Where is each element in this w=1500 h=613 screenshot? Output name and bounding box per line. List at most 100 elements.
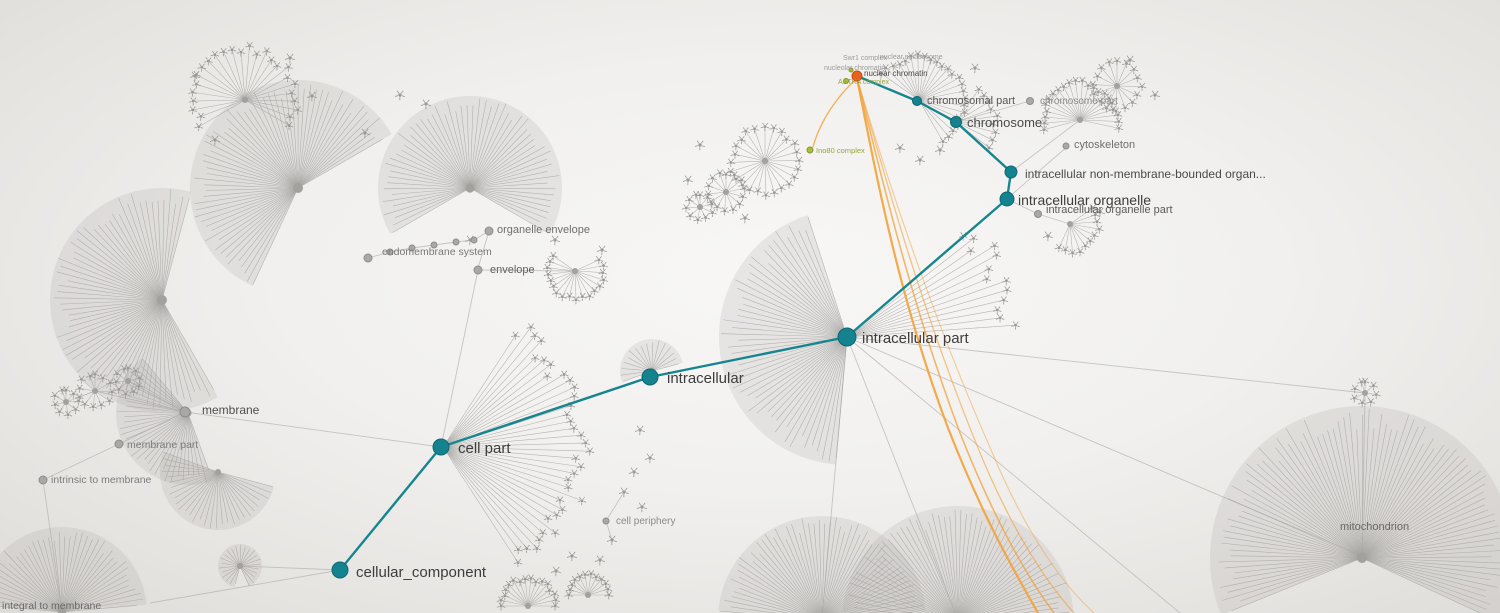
leaf-star bbox=[394, 90, 406, 101]
node-intracellular_organelle[interactable] bbox=[999, 191, 1015, 207]
leaf-star bbox=[576, 431, 586, 440]
label-non_membrane_bounded[interactable]: intracellular non-membrane-bounded organ… bbox=[1025, 167, 1266, 181]
node-chromosomal_part[interactable] bbox=[912, 96, 922, 106]
label-intracellular[interactable]: intracellular bbox=[667, 370, 744, 387]
node-organelle_envelope[interactable] bbox=[484, 226, 494, 236]
label-intracellular_organelle[interactable]: intracellular organelle bbox=[1018, 192, 1151, 208]
leaf-star bbox=[784, 180, 794, 189]
label-nucleolar_chromatin[interactable]: nucleolar chromatin bbox=[824, 65, 885, 72]
leaf-star bbox=[1137, 82, 1147, 91]
node-envelope[interactable] bbox=[473, 265, 483, 275]
leaf-star bbox=[926, 56, 936, 65]
node-endo_3[interactable] bbox=[408, 244, 416, 252]
leaf-star bbox=[992, 111, 1002, 121]
node-membrane[interactable] bbox=[179, 406, 191, 418]
node-nuclear_chromatin[interactable] bbox=[851, 70, 863, 82]
leaf-star bbox=[420, 99, 432, 110]
highlighted-edge bbox=[845, 197, 1009, 339]
leaf-star bbox=[876, 69, 886, 78]
node-chromosome[interactable] bbox=[950, 116, 962, 128]
leaf-star bbox=[552, 511, 561, 520]
leaf-star bbox=[112, 369, 122, 379]
label-intrinsic_to_membrane[interactable]: intrinsic to membrane bbox=[51, 474, 152, 486]
label-chromosome[interactable]: chromosome bbox=[967, 115, 1042, 130]
gray-edge bbox=[94, 390, 186, 413]
node-membrane_part[interactable] bbox=[114, 439, 124, 449]
label-cellular_component[interactable]: cellular_component bbox=[356, 564, 487, 581]
fan-cluster bbox=[1054, 204, 1104, 258]
leaf-star bbox=[287, 89, 296, 98]
leaf-star bbox=[189, 71, 201, 82]
label-membrane[interactable]: membrane bbox=[202, 403, 260, 417]
label-envelope[interactable]: envelope bbox=[490, 264, 535, 276]
node-intracellular[interactable] bbox=[641, 368, 659, 386]
node-ino80_complex[interactable] bbox=[806, 146, 814, 154]
node-endo_6[interactable] bbox=[470, 236, 478, 244]
label-endomembrane_system[interactable]: endomembrane system bbox=[382, 246, 492, 258]
label-nuclear_chromatin[interactable]: nuclear chromatin bbox=[864, 69, 928, 78]
label-swr1_complex[interactable]: Swr1 complex bbox=[843, 55, 887, 62]
leaf-star bbox=[522, 544, 531, 553]
leaf-star bbox=[937, 62, 947, 71]
leaf-star bbox=[1011, 321, 1020, 330]
node-intrinsic_to_membrane[interactable] bbox=[38, 475, 48, 485]
node-intracellular_organelle_part[interactable] bbox=[1034, 210, 1042, 218]
leaf-star bbox=[685, 211, 695, 221]
node-intracellular_part[interactable] bbox=[837, 327, 857, 347]
node-cytoskeleton[interactable] bbox=[1062, 142, 1070, 150]
fan-cluster bbox=[681, 190, 717, 225]
label-mitochondrion[interactable]: mitochondrion bbox=[1340, 521, 1409, 533]
leaf-star bbox=[55, 407, 64, 417]
leaf-star bbox=[735, 200, 744, 209]
label-astra_complex[interactable]: ASTRA complex bbox=[838, 79, 889, 86]
node-endo_4[interactable] bbox=[430, 241, 438, 249]
leaf-star bbox=[1088, 80, 1098, 89]
node-chromosome_part[interactable] bbox=[1026, 97, 1034, 105]
label-integral_to_membrane[interactable]: integral to membrane bbox=[2, 600, 101, 612]
node-non_membrane_bounded[interactable] bbox=[1004, 165, 1018, 179]
leaf-star bbox=[1114, 117, 1123, 126]
node-cellular_component[interactable] bbox=[331, 561, 349, 579]
label-cell_periphery[interactable]: cell periphery bbox=[616, 516, 675, 527]
label-membrane_part[interactable]: membrane part bbox=[127, 439, 198, 451]
leaf-star bbox=[590, 286, 599, 296]
label-ino80_complex[interactable]: Ino80 complex bbox=[816, 146, 865, 155]
fan-cluster bbox=[188, 41, 303, 132]
label-intracellular_organelle_part[interactable]: intracellular organelle part bbox=[1046, 204, 1173, 216]
leaf-star bbox=[894, 143, 906, 154]
node-astra_complex[interactable] bbox=[843, 78, 849, 84]
leaf-star bbox=[97, 401, 106, 410]
node-cell_part[interactable] bbox=[432, 438, 450, 456]
label-cytoskeleton[interactable]: cytoskeleton bbox=[1074, 139, 1135, 151]
leaf-star bbox=[85, 372, 95, 381]
leaf-star bbox=[504, 580, 514, 590]
node-endo_1[interactable] bbox=[363, 253, 373, 263]
leaf-star bbox=[1088, 204, 1098, 213]
gray-edge bbox=[846, 336, 1363, 557]
node-cell_periphery[interactable] bbox=[602, 517, 610, 525]
gray-edge bbox=[389, 247, 413, 253]
leaf-star bbox=[606, 535, 618, 546]
label-cell_part[interactable]: cell part bbox=[458, 440, 511, 457]
leaf-star bbox=[236, 48, 246, 57]
leaf-star bbox=[1090, 231, 1099, 240]
label-chromosome_part[interactable]: chromosome part bbox=[1040, 96, 1118, 107]
leaf-star bbox=[1040, 119, 1049, 128]
leaf-star bbox=[1044, 94, 1053, 104]
label-nuclear_nucleosome[interactable]: nuclear nucleosome bbox=[880, 54, 943, 61]
label-intracellular_part[interactable]: intracellular part bbox=[862, 330, 970, 347]
leaf-star bbox=[741, 127, 750, 136]
leaf-star bbox=[726, 158, 736, 167]
leaf-star bbox=[565, 292, 574, 301]
leaf-star bbox=[1102, 104, 1111, 113]
node-endo_5[interactable] bbox=[452, 238, 460, 246]
label-organelle_envelope[interactable]: organelle envelope bbox=[497, 224, 590, 236]
node-endo_2[interactable] bbox=[386, 248, 394, 256]
leaf-star bbox=[284, 121, 294, 130]
leaf-star bbox=[1042, 107, 1052, 116]
leaf-star bbox=[209, 135, 221, 146]
leaf-star bbox=[63, 410, 73, 420]
node-swr1_complex[interactable] bbox=[848, 67, 854, 73]
label-chromosomal_part[interactable]: chromosomal part bbox=[927, 95, 1015, 107]
